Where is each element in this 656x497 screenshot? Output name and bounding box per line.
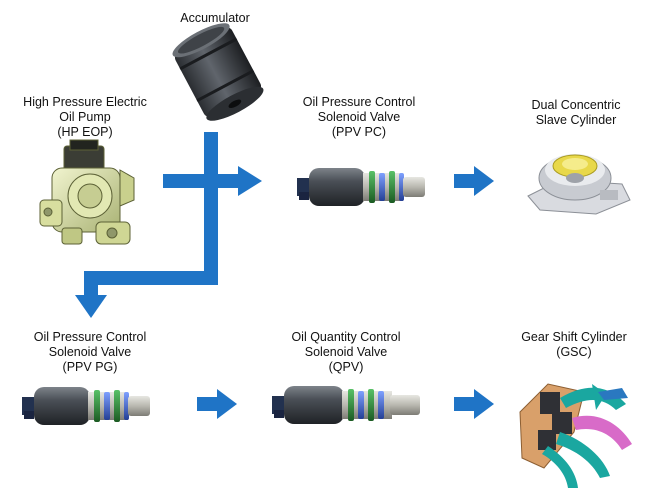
label-accumulator: Accumulator: [180, 11, 249, 26]
label-hp-eop: High Pressure Electric Oil Pump (HP EOP): [23, 95, 147, 140]
solenoid-valve-icon: [22, 387, 150, 425]
label-gsc: Gear Shift Cylinder (GSC): [521, 330, 627, 360]
branch-to-ppv-pc: [163, 174, 241, 188]
accumulator-icon: [172, 23, 264, 121]
label-line: Solenoid Valve: [317, 110, 401, 124]
label-line: Solenoid Valve: [304, 345, 388, 359]
label-line: Solenoid Valve: [48, 345, 132, 359]
arrow-ppv-pc-to-dcsc: [454, 166, 494, 196]
arrow-ppv-pg-to-qpv: [197, 389, 237, 419]
label-line: Oil Pressure Control: [302, 95, 416, 109]
label-line: Gear Shift Cylinder: [521, 330, 627, 344]
label-dcsc: Dual Concentric Slave Cylinder: [532, 98, 621, 128]
label-line: High Pressure Electric: [23, 95, 147, 109]
label-line: (PPV PG): [62, 360, 118, 374]
label-line: Dual Concentric: [531, 98, 621, 112]
label-line: Oil Pump: [59, 110, 111, 124]
label-ppv-pg: Oil Pressure Control Solenoid Valve (PPV…: [34, 330, 147, 375]
label-line: Slave Cylinder: [535, 113, 617, 127]
label-line: Oil Quantity Control: [291, 330, 401, 344]
label-line: Accumulator: [180, 11, 250, 25]
label-line: (GSC): [556, 345, 592, 359]
arrowhead-to-ppv-pc: [238, 166, 262, 196]
label-ppv-pc: Oil Pressure Control Solenoid Valve (PPV…: [303, 95, 416, 140]
branch-left: [84, 271, 218, 285]
branch-down: [84, 271, 98, 298]
label-line: (PPV PC): [331, 125, 387, 139]
label-qpv: Oil Quantity Control Solenoid Valve (QPV…: [291, 330, 400, 375]
oil-pump-icon: [39, 139, 135, 245]
trunk-vertical: [204, 132, 218, 285]
label-line: Oil Pressure Control: [33, 330, 147, 344]
flow-arrows: [75, 132, 494, 419]
slave-cylinder-icon: [527, 154, 631, 215]
arrow-qpv-to-gsc: [454, 389, 494, 419]
label-line: (HP EOP): [57, 125, 113, 139]
solenoid-valve-icon: [297, 168, 425, 206]
arrowhead-to-ppv-pg: [75, 295, 107, 318]
gear-shift-cylinder-icon: [519, 383, 632, 488]
label-line: (QPV): [328, 360, 364, 374]
solenoid-valve-icon: [272, 386, 420, 424]
